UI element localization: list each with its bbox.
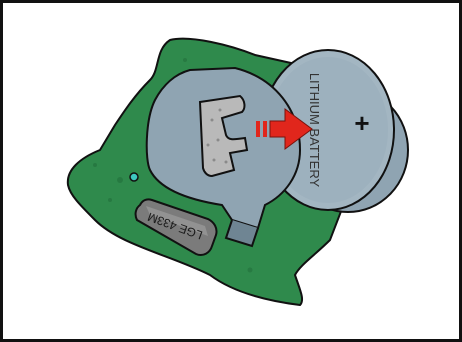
chip: LGE 433M (134, 198, 218, 256)
battery-contact (198, 94, 249, 178)
contact-texture (206, 108, 228, 164)
battery-holder (145, 66, 302, 248)
plus-sign: + (354, 108, 369, 138)
red-arrow-icon (256, 108, 313, 150)
led-hole (129, 172, 139, 182)
battery-label: LITHIUM BATTERY (307, 73, 322, 188)
